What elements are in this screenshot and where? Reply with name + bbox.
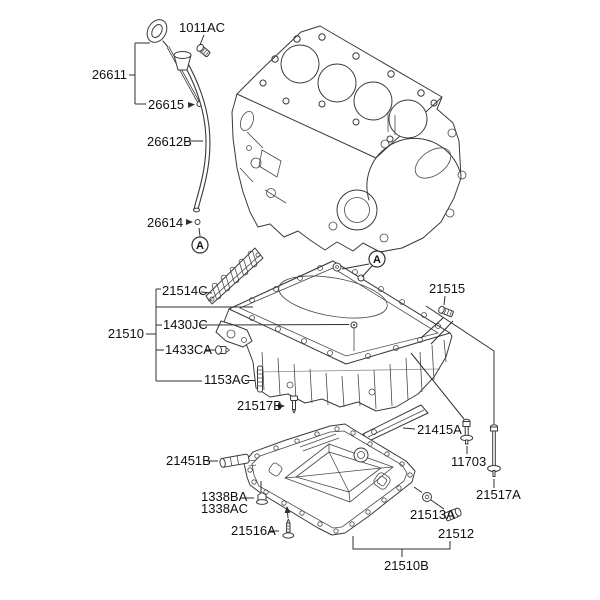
callout-21515: 21515 — [429, 281, 465, 296]
callout-A-left: A — [196, 240, 204, 252]
lower-oil-pan — [243, 423, 416, 536]
callout-1011AC: 1011AC — [179, 20, 225, 35]
drain-plug-boss — [353, 447, 369, 463]
callout-21517B: 21517B — [237, 398, 282, 413]
callout-26614: 26614 — [147, 215, 183, 230]
nut-1338BA-1338AC — [256, 492, 268, 505]
callout-26611: 26611 — [92, 67, 127, 82]
bolt-11703 — [460, 418, 474, 445]
callout-26615: 26615 — [148, 97, 184, 112]
callout-21514C: 21514C — [162, 283, 208, 298]
bolt-21515 — [438, 305, 454, 318]
bolt-A-position — [332, 262, 342, 272]
baffle-plate-21514C — [205, 247, 264, 305]
callout-21512: 21512 — [438, 526, 474, 541]
callout-21513A: 21513A — [410, 507, 455, 522]
bracket-21510 — [146, 288, 253, 382]
callout-1430JC: 1430JC — [163, 317, 208, 332]
bracket-21510B — [352, 536, 451, 557]
tube-grommet-26614 — [194, 219, 201, 225]
callout-A-right-circle — [368, 250, 386, 268]
stud-1153AC — [257, 365, 263, 393]
lower-pan-flange-holes — [247, 426, 413, 534]
callout-21451B: 21451B — [166, 453, 211, 468]
callout-11703: 11703 — [451, 454, 486, 469]
deck-holes — [259, 33, 438, 143]
engine-block — [231, 25, 467, 253]
lower-pan-rib-pattern — [268, 433, 394, 503]
washer-21513A — [422, 492, 432, 502]
cylinder-bore — [388, 99, 428, 139]
bolt-21517B — [290, 395, 298, 414]
pan-opening — [278, 275, 388, 319]
callout-21517A: 21517A — [476, 487, 521, 502]
oil-level-gauge-tube — [173, 51, 211, 225]
pan-rim-holes — [249, 265, 441, 359]
bolt-21516A — [282, 518, 295, 539]
callout-1338BA: 1338BA — [201, 489, 248, 504]
leader-lines — [129, 34, 495, 557]
cylinder-bore — [317, 63, 357, 103]
bell-housing — [366, 112, 467, 218]
upper-oil-pan — [215, 260, 453, 412]
bracket-26611 — [129, 42, 150, 105]
callout-21415A: 21415A — [417, 422, 462, 437]
callout-21516A: 21516A — [231, 523, 276, 538]
callout-21510B: 21510B — [384, 558, 429, 573]
tube-21451B — [219, 453, 250, 468]
callout-1338AC: 1338AC — [201, 501, 248, 516]
cylinder-bore — [353, 81, 393, 121]
bolt-21517A — [487, 424, 501, 477]
callout-1433CA: 1433CA — [165, 342, 212, 357]
callout-A-left-circle — [191, 236, 209, 254]
pan-left-arm — [215, 320, 253, 348]
block-left-face — [239, 110, 287, 204]
callout-1153AC: 1153AC — [204, 372, 250, 387]
cylinder-bore — [280, 44, 320, 84]
callout-26612B: 26612B — [147, 134, 192, 149]
crank-bore — [336, 189, 378, 231]
drain-plug-21512 — [443, 507, 462, 522]
plug-1433CA — [215, 345, 231, 355]
callout-21510: 21510 — [108, 326, 144, 341]
callout-A-right: A — [373, 254, 381, 266]
bolt-1011AC — [196, 43, 211, 58]
